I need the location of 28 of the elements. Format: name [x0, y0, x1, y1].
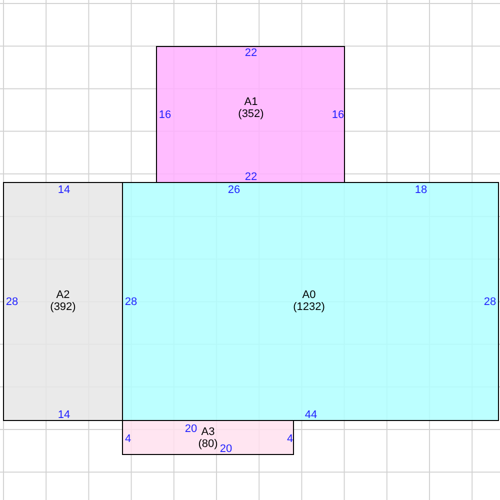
- side-length-label: 4: [124, 433, 132, 445]
- side-length-label: 22: [244, 171, 258, 183]
- side-length-label: 28: [6, 296, 18, 308]
- side-length-label: 16: [332, 109, 344, 121]
- side-length-label: 28: [124, 296, 138, 308]
- area-label: (392): [50, 301, 76, 313]
- side-length-label: 14: [58, 184, 70, 196]
- side-length-label: 20: [220, 443, 232, 455]
- area-label: (80): [198, 438, 218, 450]
- side-length-label: 28: [484, 296, 496, 308]
- side-length-label: 14: [58, 409, 70, 421]
- side-length-label: 18: [414, 184, 428, 196]
- area-label: (1232): [293, 301, 325, 313]
- side-length-label: 20: [184, 423, 198, 435]
- side-length-label: 22: [244, 47, 258, 59]
- area-label: A1: [244, 96, 258, 108]
- area-label: A3: [201, 426, 215, 438]
- area-label: A2: [56, 289, 70, 301]
- area-rectangle: [122, 420, 294, 455]
- area-rectangle: [122, 182, 499, 421]
- area-label: (352): [238, 108, 264, 120]
- side-length-label: 16: [158, 109, 172, 121]
- area-label: A0: [302, 289, 316, 301]
- side-length-label: 4: [286, 433, 294, 445]
- side-length-label: 26: [228, 184, 240, 196]
- side-length-label: 44: [304, 409, 318, 421]
- area-rectangle: [156, 46, 345, 183]
- area-rectangle: [3, 182, 123, 421]
